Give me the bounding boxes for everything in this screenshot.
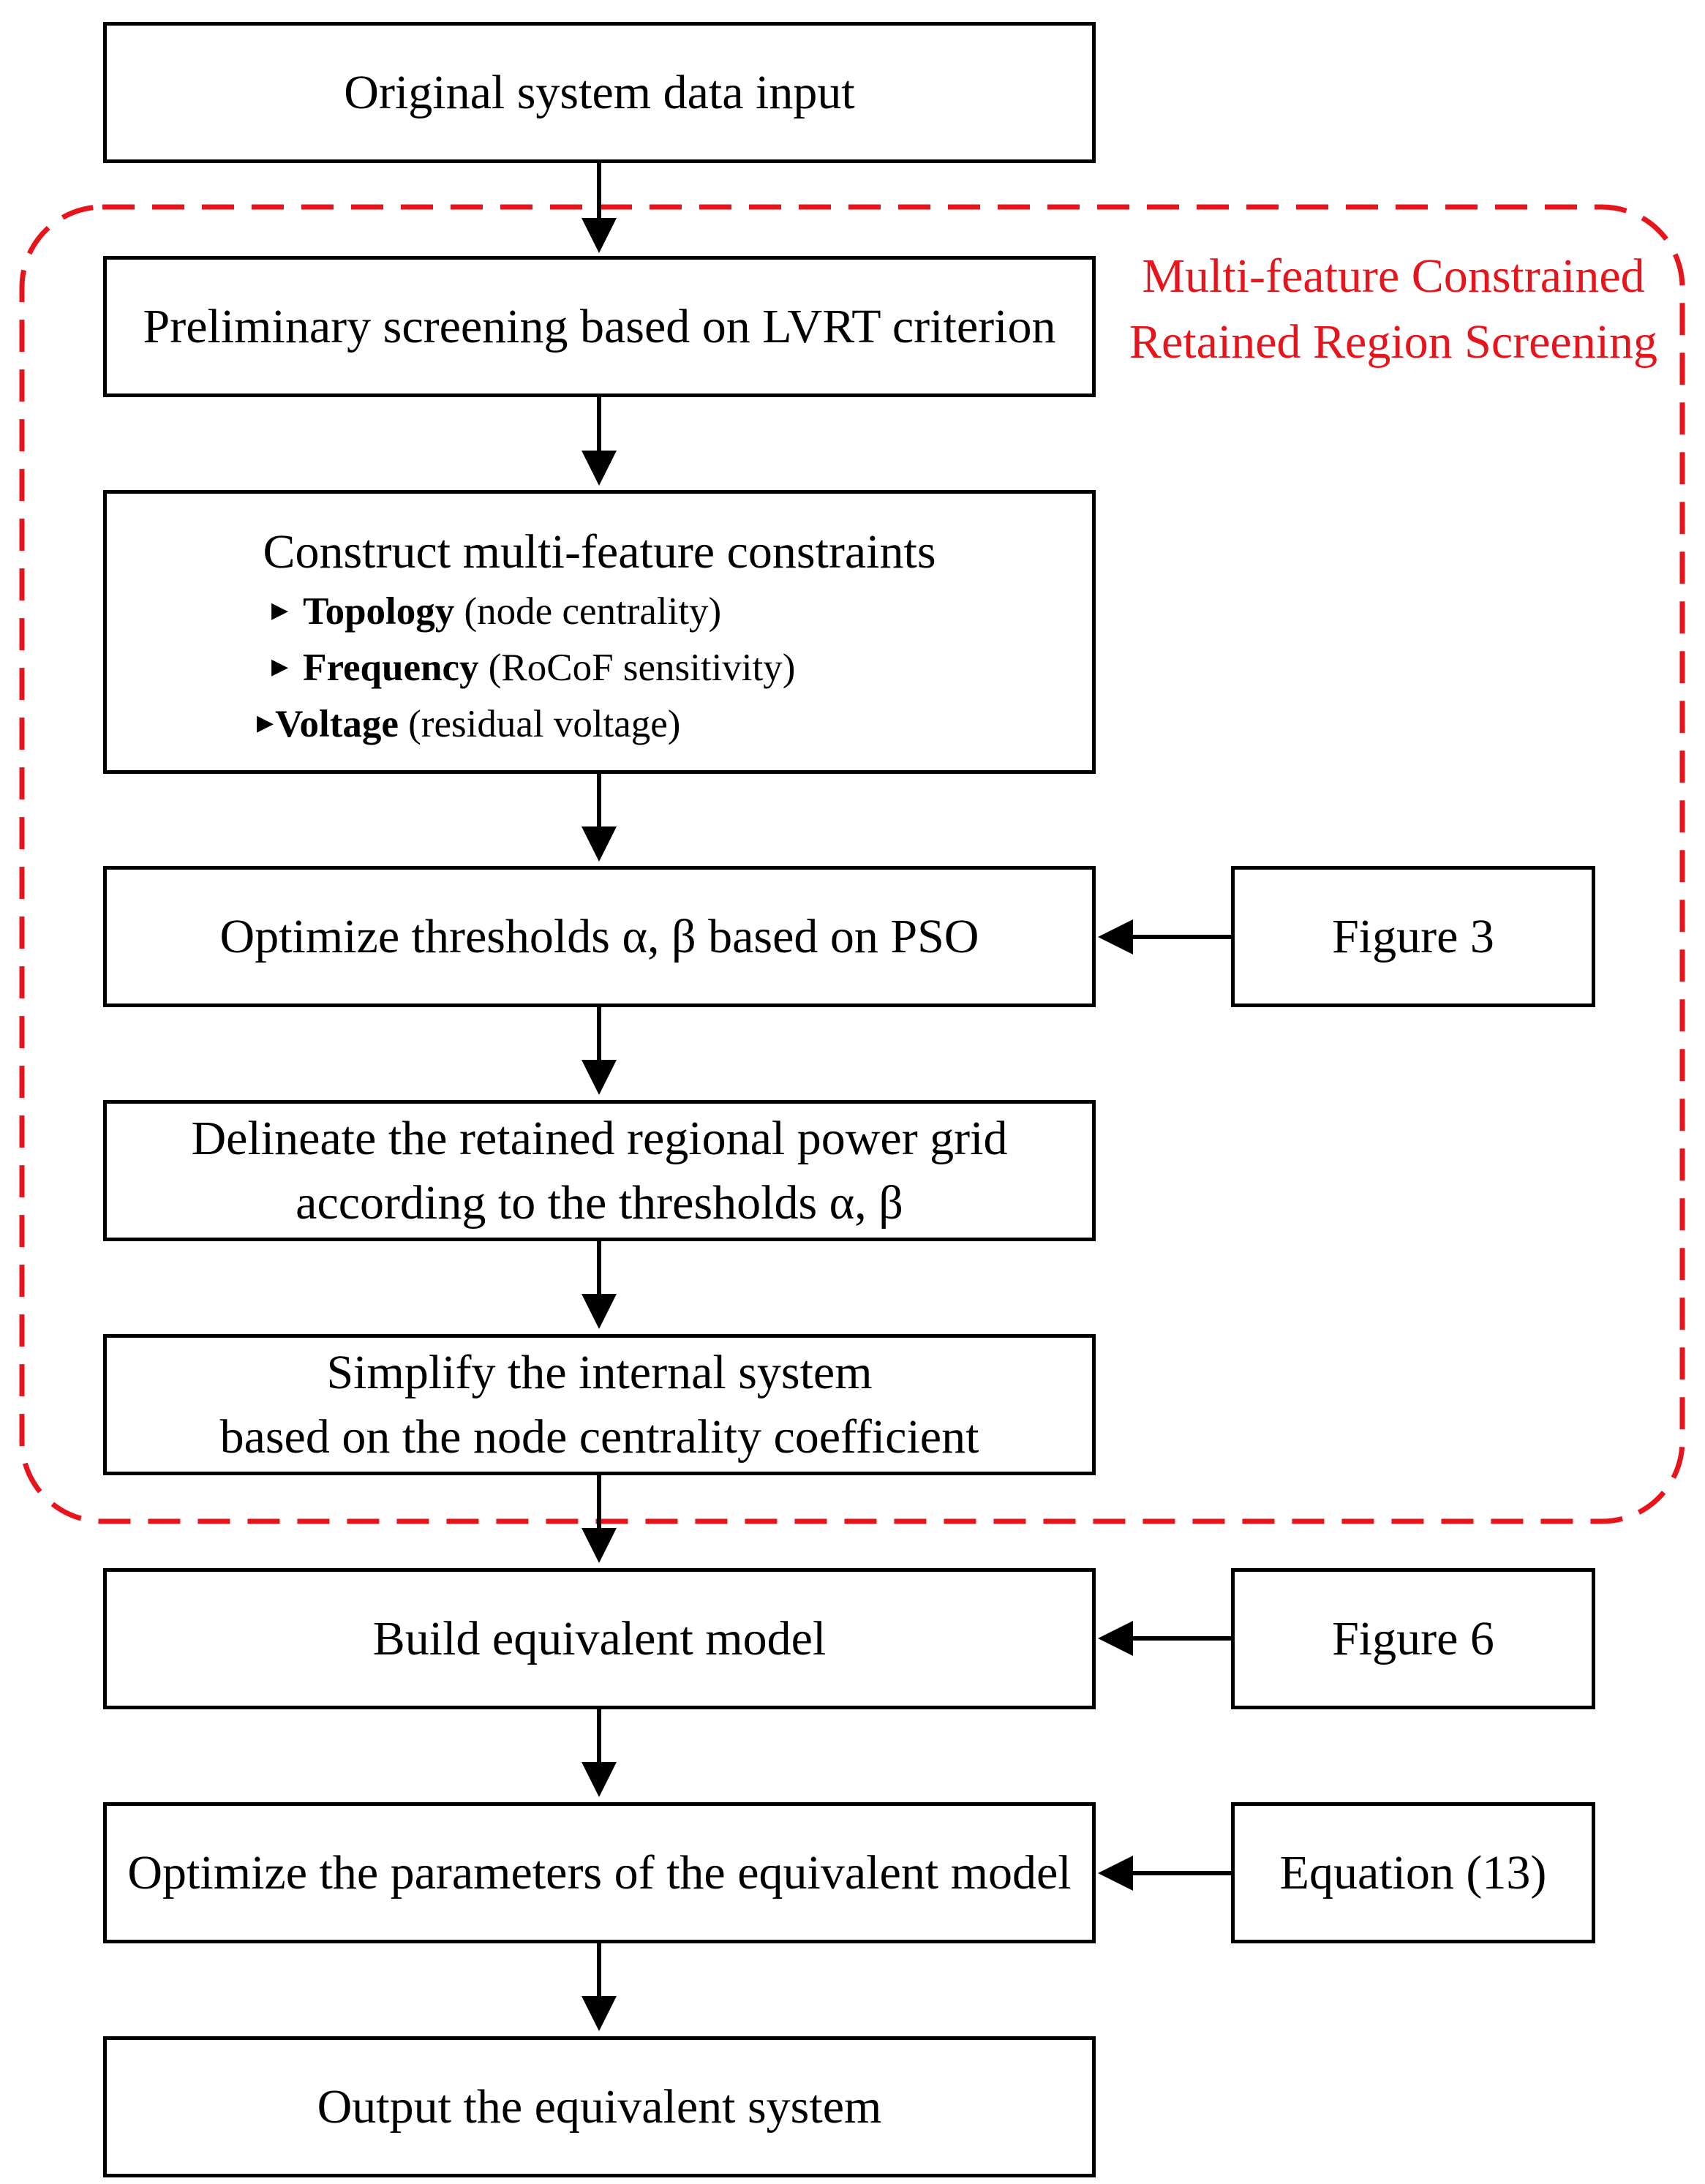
bullet-frequency: ▶ Frequency (RoCoF sensitivity) [271,640,795,696]
ref-figure6-text: Figure 6 [1332,1611,1494,1665]
ref-figure6-box: Figure 6 [1231,1568,1595,1709]
step-simplify-line2: based on the node centrality coefficient [219,1409,979,1464]
step-delineate-box: Delineate the retained regional power gr… [103,1100,1096,1241]
step-simplify-box: Simplify the internal system based on th… [103,1334,1096,1475]
bullet-voltage-detail: (residual voltage) [398,702,681,745]
step-optimize-thresholds-text: Optimize thresholds α, β based on PSO [219,909,979,963]
step-simplify-line1: Simplify the internal system [326,1346,873,1400]
bullet-marker-icon: ▶ [257,710,274,735]
step-output-text: Output the equivalent system [317,2079,882,2134]
step-screening-box: Preliminary screening based on LVRT crit… [103,256,1096,397]
bullet-marker-icon: ▶ [271,655,289,679]
ref-figure3-box: Figure 3 [1231,866,1595,1007]
step-delineate-line2: according to the thresholds α, β [296,1175,903,1230]
constraints-bullet-list: ▶ Topology (node centrality) ▶ Frequency (… [257,584,795,753]
step-optimize-params-text: Optimize the parameters of the equivalen… [127,1845,1072,1899]
ref-figure3-text: Figure 3 [1332,909,1494,963]
step-input-box: Original system data input [103,22,1096,163]
region-label-line1: Multi-feature Constrained [1142,249,1645,303]
screening-region-border [19,204,1685,1524]
step-constraints-box: Construct multi-feature constraints ▶ Top… [103,490,1096,774]
ref-equation13-box: Equation (13) [1231,1802,1595,1943]
step-optimize-params-box: Optimize the parameters of the equivalen… [103,1802,1096,1943]
bullet-frequency-term: Frequency [303,647,479,690]
bullet-topology-term: Topology [303,590,455,633]
step-input-text: Original system data input [344,65,855,119]
bullet-marker-icon: ▶ [271,598,289,623]
region-label: Multi-feature Constrained Retained Regio… [1104,244,1682,376]
bullet-voltage: ▶Voltage (residual voltage) [257,696,795,753]
step-build-model-box: Build equivalent model [103,1568,1096,1709]
region-label-line2: Retained Region Screening [1129,315,1658,369]
step-build-model-text: Build equivalent model [372,1611,827,1665]
step-optimize-thresholds-box: Optimize thresholds α, β based on PSO [103,866,1096,1007]
bullet-frequency-detail: (RoCoF sensitivity) [478,647,796,690]
step-delineate-line1: Delineate the retained regional power gr… [191,1112,1008,1166]
step-output-box: Output the equivalent system [103,2036,1096,2177]
bullet-topology: ▶ Topology (node centrality) [271,584,795,640]
step-screening-text: Preliminary screening based on LVRT crit… [143,299,1056,353]
constraints-title: Construct multi-feature constraints [263,525,936,579]
bullet-voltage-term: Voltage [275,702,399,745]
bullet-topology-detail: (node centrality) [454,590,722,633]
ref-equation13-text: Equation (13) [1279,1845,1547,1899]
